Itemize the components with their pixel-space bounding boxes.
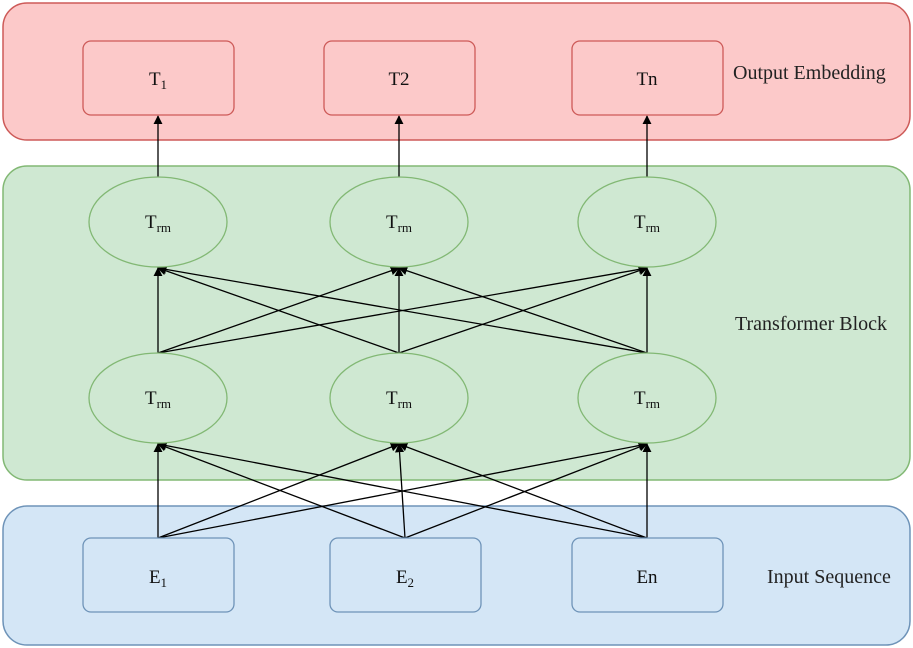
trm-node-top-1: [88, 176, 228, 268]
output-node-tn-label: Tn: [636, 69, 658, 90]
output-embedding-label: Output Embedding: [733, 62, 886, 84]
connection-arrows: [153, 115, 652, 539]
input-node-e2-label: E2: [396, 567, 414, 590]
output-node-t2: [323, 40, 476, 116]
output-node-t1: [82, 40, 235, 116]
trm-node-bottom-2-label: Trm: [386, 388, 412, 411]
transformer-block-label: Transformer Block: [735, 313, 887, 335]
edge-trm-bottom-3-to-trm-top-1: [157, 264, 648, 354]
trm-node-bottom-2: [329, 352, 469, 444]
trm-node-bottom-1: [88, 352, 228, 444]
edge-trm-bottom-2-to-trm-top-1: [157, 266, 400, 354]
edge-input-1-to-trm-bottom-2: [157, 442, 400, 539]
output-node-t1-label: T1: [149, 69, 167, 92]
input-node-e2: [329, 537, 482, 613]
trm-node-bottom-3-label: Trm: [634, 388, 660, 411]
input-node-en-label: En: [636, 567, 658, 588]
trm-node-bottom-3: [577, 352, 717, 444]
input-node-e1-label: E1: [149, 567, 167, 590]
edge-input-3-to-trm-bottom-1: [157, 441, 648, 539]
trm-node-bottom-1-label: Trm: [145, 388, 171, 411]
trm-node-top-3: [577, 176, 717, 268]
trm-node-top-1-label: Trm: [145, 212, 171, 235]
edge-input-3-to-trm-bottom-2: [398, 442, 648, 539]
edge-trm-bottom-3-to-trm-top-2: [398, 266, 648, 354]
trm-node-top-3-label: Trm: [634, 212, 660, 235]
edge-input-2-to-trm-bottom-1: [157, 442, 406, 539]
input-sequence-label: Input Sequence: [767, 566, 891, 588]
output-node-t2-label: T2: [388, 69, 409, 90]
output-node-tn: [571, 40, 724, 116]
input-node-en: [571, 537, 724, 613]
input-node-e1: [82, 537, 235, 613]
trm-node-top-2: [329, 176, 469, 268]
edge-input-2-to-trm-bottom-3: [404, 442, 648, 539]
trm-node-top-2-label: Trm: [386, 212, 412, 235]
